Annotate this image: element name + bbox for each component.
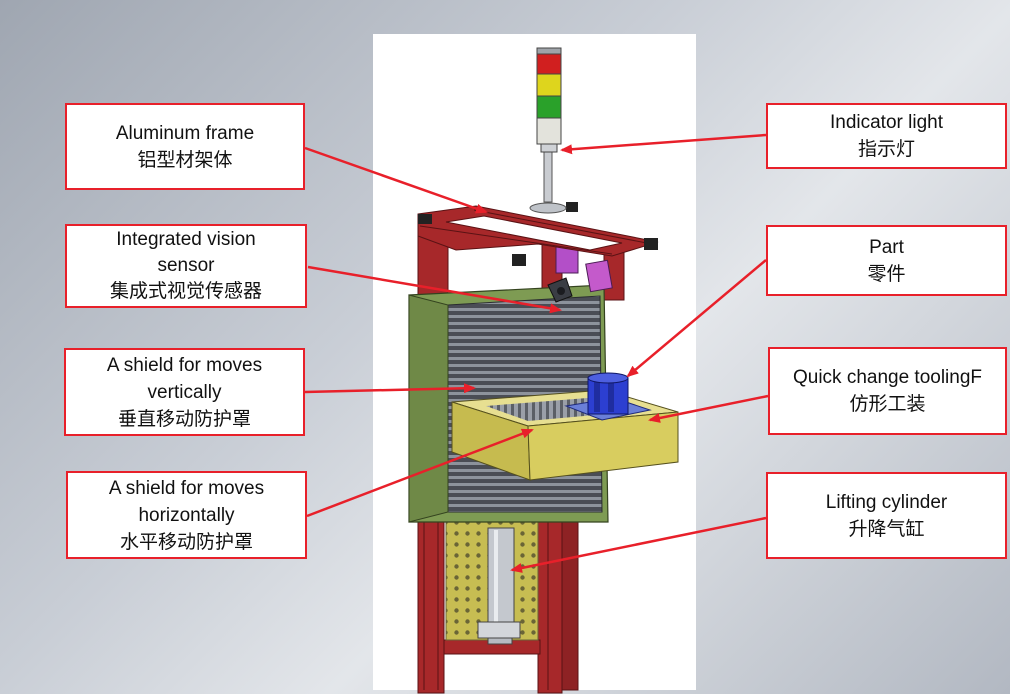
callout-vision-sensor: Integrated vision sensor 集成式视觉传感器	[65, 224, 307, 308]
callout-vertical-shield-en-2: vertically	[147, 381, 222, 403]
leader-lifting-cylinder	[510, 516, 767, 573]
callout-aluminum-frame-zh: 铝型材架体	[137, 149, 233, 171]
lifting-cylinder	[477, 527, 521, 645]
callout-lifting-cylinder-zh: 升降气缸	[848, 518, 925, 540]
callout-part-zh: 零件	[867, 263, 906, 285]
callout-lifting-cylinder: Lifting cylinder 升降气缸	[766, 472, 1007, 559]
callout-lifting-cylinder-en: Lifting cylinder	[825, 491, 948, 513]
callout-quick-change-tooling-zh: 仿形工装	[849, 394, 926, 415]
callout-part-en: Part	[869, 236, 904, 258]
leader-lines	[304, 133, 769, 573]
leader-vision-sensor	[307, 265, 562, 314]
callout-indicator-light: Indicator light 指示灯	[766, 103, 1007, 169]
callout-horizontal-shield-en-2: horizontally	[138, 504, 235, 526]
callout-indicator-light-zh: 指示灯	[857, 139, 915, 160]
leader-part	[626, 259, 767, 378]
callout-horizontal-shield-zh: 水平移动防护罩	[119, 531, 253, 553]
callout-quick-change-tooling-en: Quick change toolingF	[792, 367, 983, 388]
callout-vision-sensor-en-2: sensor	[157, 255, 215, 276]
leader-indicator-light	[560, 133, 767, 155]
callout-quick-change-tooling: Quick change toolingF 仿形工装	[768, 347, 1007, 435]
callout-aluminum-frame: Aluminum frame 铝型材架体	[65, 103, 305, 190]
callout-vision-sensor-en-1: Integrated vision	[116, 229, 256, 250]
callout-vertical-shield: A shield for moves vertically 垂直移动防护罩	[64, 348, 305, 436]
callout-indicator-light-en: Indicator light	[829, 112, 943, 133]
callout-horizontal-shield-en-1: A shield for moves	[108, 477, 265, 499]
top-frame	[417, 202, 659, 266]
callout-vision-sensor-zh: 集成式视觉传感器	[109, 281, 262, 302]
callout-part: Part 零件	[766, 225, 1007, 296]
indicator-light	[529, 47, 567, 214]
leader-vertical-shield	[304, 383, 476, 394]
part	[587, 372, 629, 415]
callout-aluminum-frame-en: Aluminum frame	[115, 122, 255, 144]
vision-sensor	[547, 246, 613, 303]
leader-horizontal-shield	[306, 428, 534, 518]
leader-aluminum-frame	[304, 146, 488, 214]
callout-horizontal-shield: A shield for moves horizontally 水平移动防护罩	[66, 471, 307, 559]
leader-quick-change-tooling	[648, 394, 769, 423]
callout-vertical-shield-en-1: A shield for moves	[106, 354, 263, 376]
callout-vertical-shield-zh: 垂直移动防护罩	[117, 408, 251, 430]
